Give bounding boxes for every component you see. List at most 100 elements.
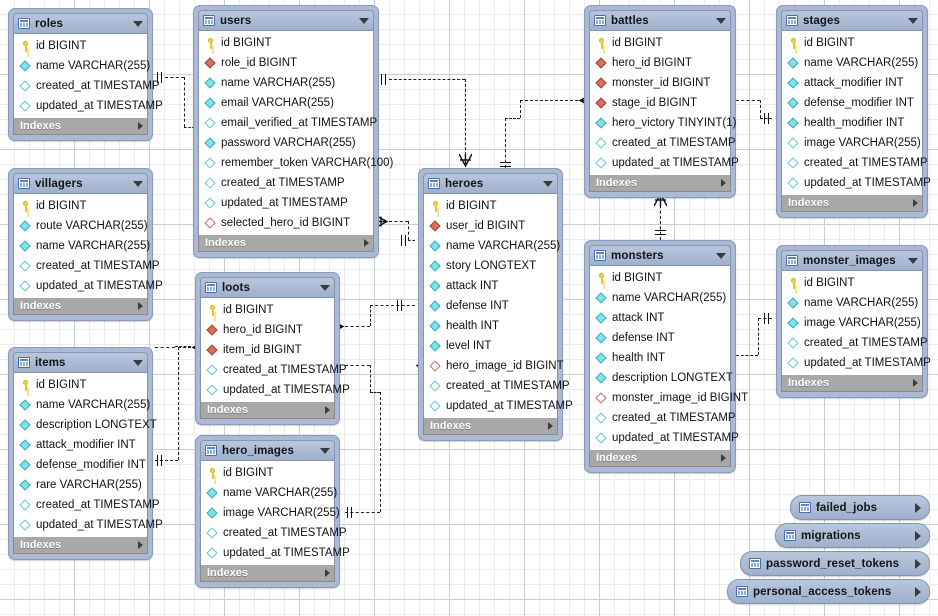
expand-chevron-right-icon[interactable]: [325, 569, 330, 577]
column-row[interactable]: created_at TIMESTAMP: [782, 153, 928, 173]
indexes-section-villagers[interactable]: Indexes: [13, 298, 148, 315]
table-header-hero_images[interactable]: hero_images: [200, 440, 335, 461]
column-row[interactable]: remember_token VARCHAR(100): [199, 153, 393, 173]
column-row[interactable]: created_at TIMESTAMP: [590, 408, 736, 428]
indexes-section-items[interactable]: Indexes: [13, 537, 148, 554]
column-row[interactable]: role_id BIGINT: [199, 53, 373, 73]
column-row[interactable]: attack INT: [590, 308, 730, 328]
column-row[interactable]: story LONGTEXT: [424, 256, 557, 276]
column-row[interactable]: description LONGTEXT: [14, 415, 157, 435]
expand-chevron-right-icon[interactable]: [915, 530, 921, 541]
column-row[interactable]: id BIGINT: [782, 33, 922, 53]
column-row[interactable]: image VARCHAR(255): [782, 133, 922, 153]
column-row[interactable]: id BIGINT: [424, 196, 557, 216]
expand-chevron-right-icon[interactable]: [721, 454, 726, 462]
table-header-monsters[interactable]: monsters: [589, 245, 731, 266]
column-row[interactable]: health INT: [590, 348, 730, 368]
column-row[interactable]: updated_at TIMESTAMP: [14, 96, 163, 116]
column-row[interactable]: hero_id BIGINT: [201, 320, 334, 340]
table-header-battles[interactable]: battles: [589, 10, 731, 31]
column-row[interactable]: id BIGINT: [14, 375, 147, 395]
expand-chevron-right-icon[interactable]: [325, 406, 330, 414]
collapse-chevron-down-icon[interactable]: [320, 284, 330, 291]
column-row[interactable]: created_at TIMESTAMP: [14, 256, 160, 276]
collapsed-table-password_reset_tokens[interactable]: password_reset_tokens: [740, 551, 930, 576]
column-row[interactable]: defense_modifier INT: [782, 93, 922, 113]
column-row[interactable]: hero_image_id BIGINT: [424, 356, 564, 376]
column-row[interactable]: route VARCHAR(255): [14, 216, 148, 236]
column-row[interactable]: updated_at TIMESTAMP: [782, 173, 931, 193]
collapse-chevron-down-icon[interactable]: [359, 17, 369, 24]
column-row[interactable]: selected_hero_id BIGINT: [199, 213, 373, 233]
column-row[interactable]: updated_at TIMESTAMP: [14, 515, 163, 535]
expand-chevron-right-icon[interactable]: [913, 379, 918, 387]
column-row[interactable]: created_at TIMESTAMP: [424, 376, 570, 396]
column-row[interactable]: name VARCHAR(255): [424, 236, 560, 256]
collapsed-table-migrations[interactable]: migrations: [775, 523, 930, 548]
expand-chevron-right-icon[interactable]: [721, 179, 726, 187]
collapsed-table-personal_access_tokens[interactable]: personal_access_tokens: [727, 579, 930, 604]
column-row[interactable]: id BIGINT: [782, 273, 922, 293]
expand-chevron-right-icon[interactable]: [548, 422, 553, 430]
collapse-chevron-down-icon[interactable]: [716, 252, 726, 259]
column-row[interactable]: updated_at TIMESTAMP: [201, 543, 350, 563]
indexes-section-loots[interactable]: Indexes: [200, 402, 335, 419]
column-row[interactable]: user_id BIGINT: [424, 216, 557, 236]
column-row[interactable]: description LONGTEXT: [590, 368, 733, 388]
column-row[interactable]: updated_at TIMESTAMP: [782, 353, 931, 373]
indexes-section-roles[interactable]: Indexes: [13, 118, 148, 135]
expand-chevron-right-icon[interactable]: [138, 541, 143, 549]
column-row[interactable]: updated_at TIMESTAMP: [201, 380, 350, 400]
column-row[interactable]: image VARCHAR(255): [201, 503, 340, 523]
column-row[interactable]: name VARCHAR(255): [14, 236, 150, 256]
column-row[interactable]: email VARCHAR(255): [199, 93, 373, 113]
collapse-chevron-down-icon[interactable]: [908, 257, 918, 264]
column-row[interactable]: id BIGINT: [14, 36, 147, 56]
collapse-chevron-down-icon[interactable]: [543, 180, 553, 187]
collapse-chevron-down-icon[interactable]: [908, 17, 918, 24]
column-row[interactable]: hero_id BIGINT: [590, 53, 730, 73]
collapse-chevron-down-icon[interactable]: [133, 359, 143, 366]
column-row[interactable]: item_id BIGINT: [201, 340, 334, 360]
expand-chevron-right-icon[interactable]: [913, 199, 918, 207]
column-row[interactable]: monster_image_id BIGINT: [590, 388, 748, 408]
indexes-section-monster_images[interactable]: Indexes: [781, 375, 923, 392]
table-header-items[interactable]: items: [13, 352, 148, 373]
column-row[interactable]: id BIGINT: [199, 33, 373, 53]
column-row[interactable]: defense INT: [590, 328, 730, 348]
column-row[interactable]: health INT: [424, 316, 557, 336]
column-row[interactable]: id BIGINT: [201, 463, 334, 483]
column-row[interactable]: email_verified_at TIMESTAMP: [199, 113, 377, 133]
expand-chevron-right-icon[interactable]: [915, 558, 921, 569]
column-row[interactable]: hero_victory TINYINT(1): [590, 113, 736, 133]
table-header-monster_images[interactable]: monster_images: [781, 250, 923, 271]
column-row[interactable]: name VARCHAR(255): [199, 73, 373, 93]
column-row[interactable]: updated_at TIMESTAMP: [424, 396, 573, 416]
column-row[interactable]: id BIGINT: [14, 196, 147, 216]
column-row[interactable]: name VARCHAR(255): [14, 56, 150, 76]
column-row[interactable]: id BIGINT: [201, 300, 334, 320]
column-row[interactable]: name VARCHAR(255): [590, 288, 730, 308]
expand-chevron-right-icon[interactable]: [915, 586, 921, 597]
column-row[interactable]: updated_at TIMESTAMP: [14, 276, 163, 296]
indexes-section-stages[interactable]: Indexes: [781, 195, 923, 212]
column-row[interactable]: created_at TIMESTAMP: [199, 173, 373, 193]
indexes-section-users[interactable]: Indexes: [198, 235, 374, 252]
indexes-section-hero_images[interactable]: Indexes: [200, 565, 335, 582]
collapse-chevron-down-icon[interactable]: [320, 447, 330, 454]
column-row[interactable]: attack INT: [424, 276, 557, 296]
indexes-section-monsters[interactable]: Indexes: [589, 450, 731, 467]
collapse-chevron-down-icon[interactable]: [133, 20, 143, 27]
column-row[interactable]: attack_modifier INT: [782, 73, 922, 93]
column-row[interactable]: rare VARCHAR(255): [14, 475, 147, 495]
table-header-villagers[interactable]: villagers: [13, 173, 148, 194]
column-row[interactable]: defense_modifier INT: [14, 455, 147, 475]
